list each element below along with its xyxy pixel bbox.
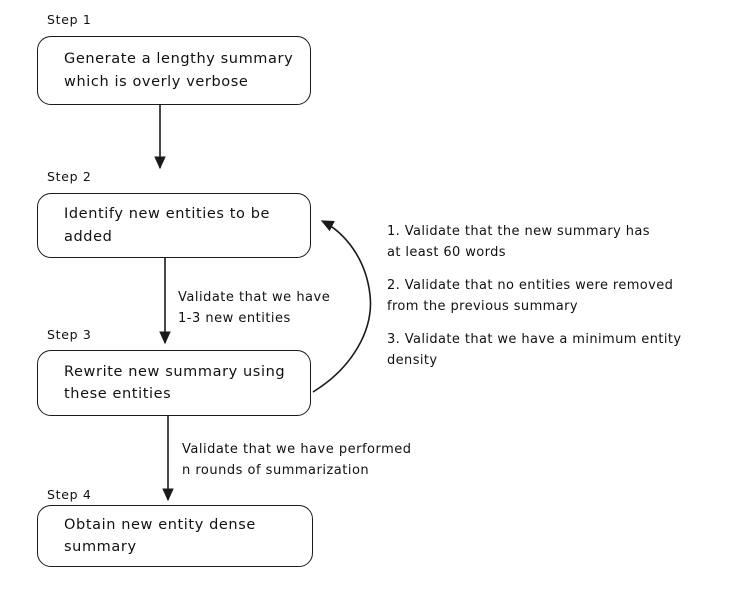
connector-step3-to-step2-feedback	[312, 220, 372, 393]
step-label-4: Step 4	[47, 487, 92, 502]
validation-item-1: 1. Validate that the new summary has at …	[387, 224, 650, 260]
node-step4-text: Obtain new entity dense summary	[64, 516, 256, 555]
node-step2-text: Identify new entities to be added	[64, 206, 271, 245]
node-step1[interactable]: Generate a lengthy summary which is over…	[37, 36, 311, 105]
step-label-1: Step 1	[47, 12, 92, 27]
node-step4[interactable]: Obtain new entity dense summary	[37, 505, 313, 567]
validation-item-3: 3. Validate that we have a minimum entit…	[387, 332, 682, 368]
step-label-2: Step 2	[47, 169, 92, 184]
node-step1-text: Generate a lengthy summary which is over…	[64, 51, 294, 90]
node-step3-text: Rewrite new summary using these entities	[64, 363, 286, 402]
node-step3[interactable]: Rewrite new summary using these entities	[37, 350, 311, 416]
step-label-3: Step 3	[47, 327, 92, 342]
edge-label-step3-to-step4: Validate that we have performed n rounds…	[182, 442, 412, 478]
node-step2[interactable]: Identify new entities to be added	[37, 193, 311, 258]
edge-label-step2-to-step3: Validate that we have 1-3 new entities	[178, 290, 331, 326]
validation-item-2: 2. Validate that no entities were remove…	[387, 278, 674, 314]
